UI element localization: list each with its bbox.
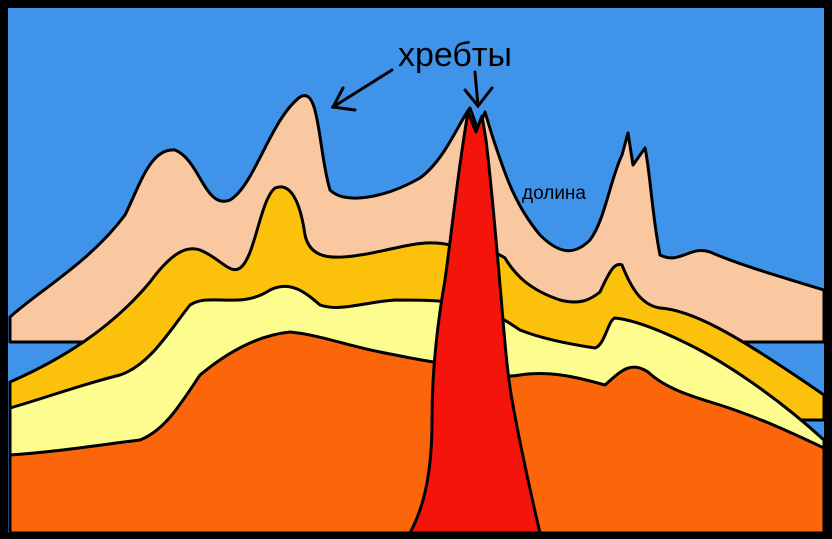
label-valley: долина (522, 183, 586, 204)
label-ridges: хребты (398, 36, 512, 74)
arrow-to-left-ridge (330, 68, 394, 112)
arrow-to-central-ridge (463, 70, 494, 109)
magma-intrusion (408, 110, 542, 535)
